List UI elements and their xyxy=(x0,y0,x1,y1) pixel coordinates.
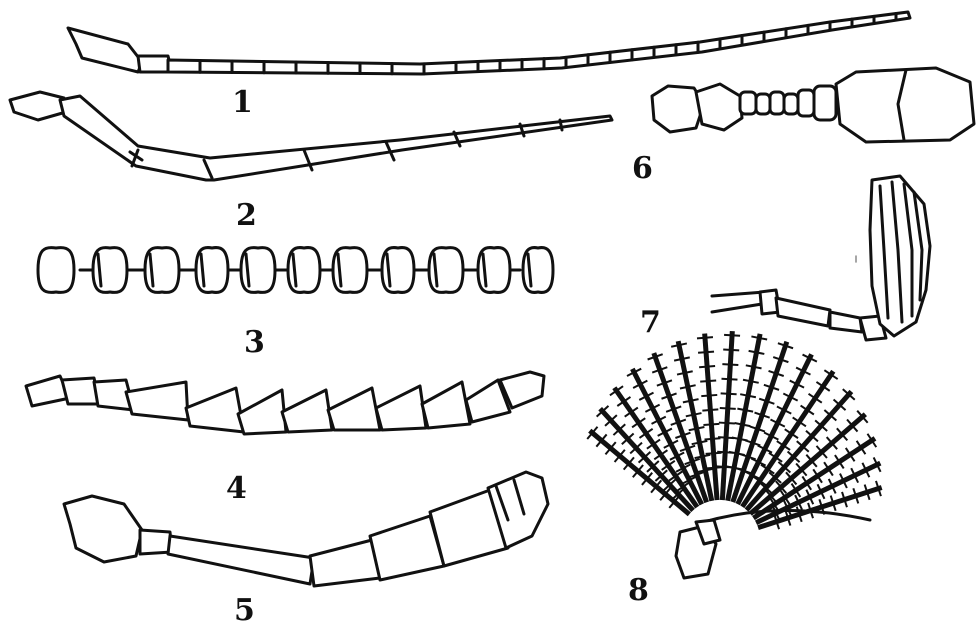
antenna-3-drawing xyxy=(38,248,553,293)
antenna-1-drawing xyxy=(68,12,910,74)
antenna-8-drawing xyxy=(587,331,881,578)
antenna-5-drawing xyxy=(64,472,548,586)
antenna-2-drawing xyxy=(10,92,612,180)
antenna-7-drawing xyxy=(712,176,930,340)
antenna-6-drawing xyxy=(652,68,974,142)
antenna-4-drawing xyxy=(26,372,544,434)
label-antenna-5: 5 xyxy=(234,593,255,628)
label-antenna-6: 6 xyxy=(632,151,653,186)
label-antenna-8: 8 xyxy=(628,573,649,608)
label-antenna-3: 3 xyxy=(244,325,265,360)
label-antenna-7: 7 xyxy=(640,305,661,340)
label-antenna-1: 1 xyxy=(232,85,253,120)
label-antenna-2: 2 xyxy=(236,198,257,233)
label-antenna-4: 4 xyxy=(226,471,247,506)
